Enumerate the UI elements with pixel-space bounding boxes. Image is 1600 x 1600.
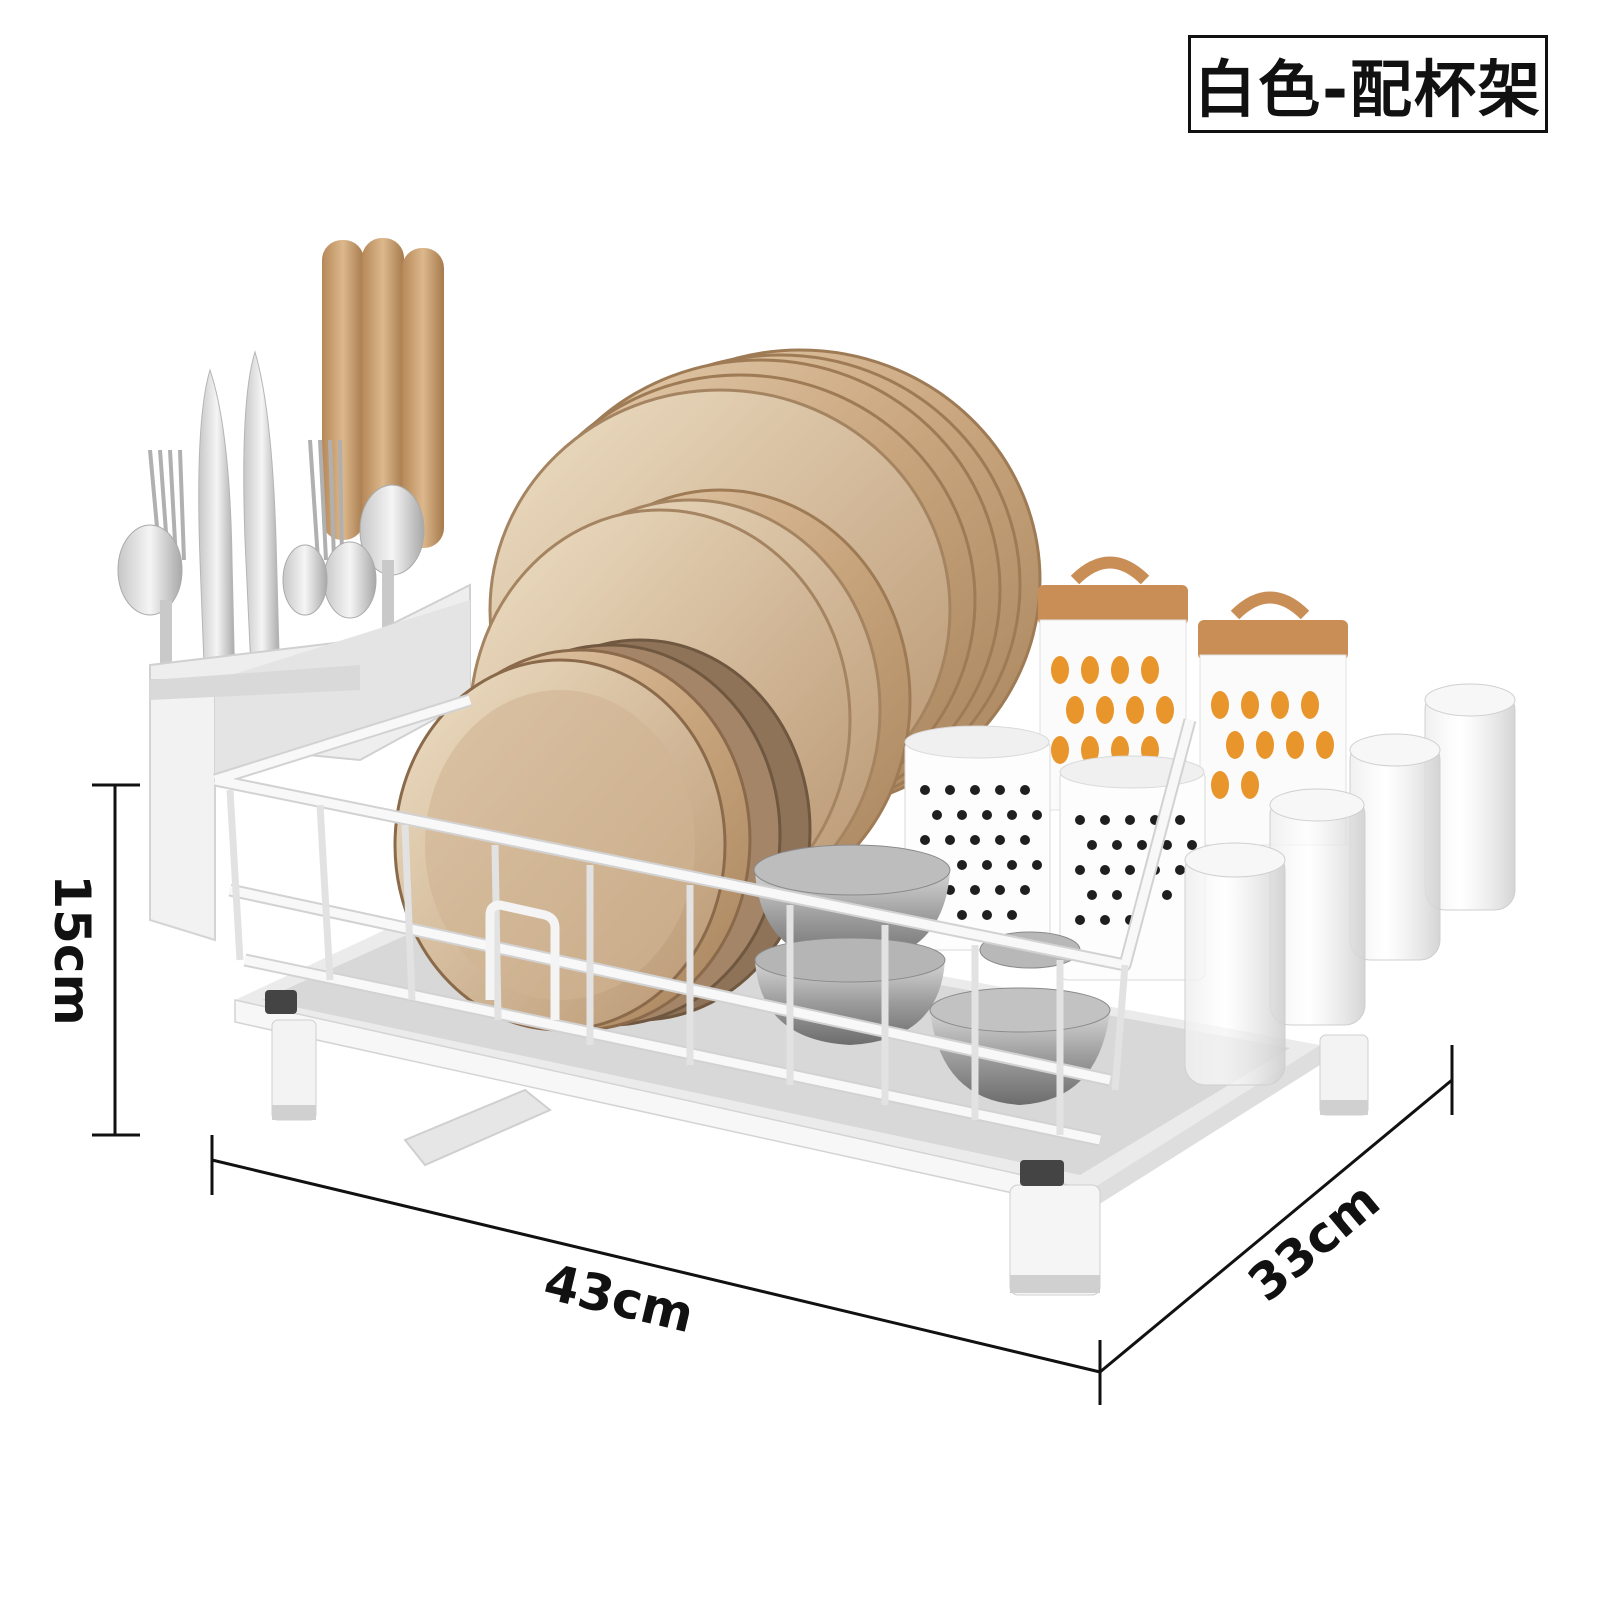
table-knives bbox=[198, 350, 281, 691]
utensil-holder bbox=[117, 238, 471, 942]
depth-dimension bbox=[1099, 1045, 1454, 1374]
spoons bbox=[117, 484, 425, 690]
variant-label: 白色-配杯架 bbox=[1194, 53, 1542, 126]
wire-rack bbox=[213, 693, 1197, 1147]
steel-bowls bbox=[753, 844, 1111, 1105]
height-dimension bbox=[92, 783, 140, 1137]
glass-cups bbox=[1184, 683, 1516, 1086]
height-label: 15cm bbox=[43, 874, 101, 1025]
variant-label-box: 白色-配杯架 bbox=[1188, 35, 1548, 133]
width-dimension bbox=[210, 1135, 1102, 1405]
width-label: 43cm bbox=[539, 1253, 700, 1344]
depth-label: 33cm bbox=[1237, 1171, 1390, 1313]
rack-legs bbox=[265, 990, 1369, 1296]
drain-spout bbox=[403, 1088, 552, 1167]
